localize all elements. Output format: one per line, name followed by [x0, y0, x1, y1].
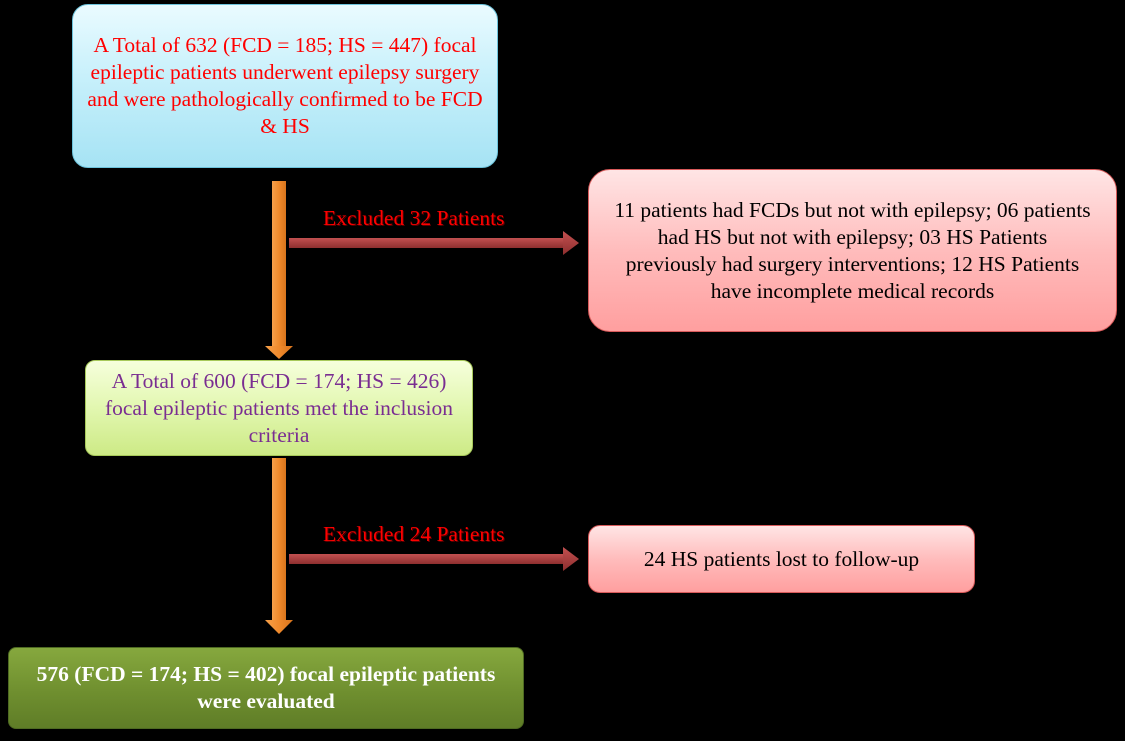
main-arrow-1 — [265, 181, 293, 359]
exclusion-2-reasons: 24 HS patients lost to follow-up — [643, 546, 920, 571]
main-arrow-2 — [265, 458, 293, 634]
side-arrow-1 — [289, 231, 579, 255]
exclusion-1-box: 11 patients had FCDs but not with epilep… — [588, 169, 1117, 332]
middle-box: A Total of 600 (FCD = 174; HS = 426) foc… — [85, 360, 473, 456]
final-box-text: 576 (FCD = 174; HS = 402) focal epilepti… — [36, 662, 496, 713]
side-arrow-2 — [289, 547, 579, 571]
top-box: A Total of 632 (FCD = 185; HS = 447) foc… — [72, 4, 498, 168]
exclusion-2-label: Excluded 24 Patients — [323, 522, 505, 546]
exclusion-2-box: 24 HS patients lost to follow-up — [588, 525, 975, 593]
top-box-text: A Total of 632 (FCD = 185; HS = 447) foc… — [87, 33, 483, 138]
exclusion-1-label: Excluded 32 Patients — [323, 206, 505, 230]
final-box: 576 (FCD = 174; HS = 402) focal epilepti… — [8, 647, 524, 729]
exclusion-1-reasons: 11 patients had FCDs but not with epilep… — [614, 197, 1091, 303]
middle-box-text: A Total of 600 (FCD = 174; HS = 426) foc… — [104, 368, 454, 447]
